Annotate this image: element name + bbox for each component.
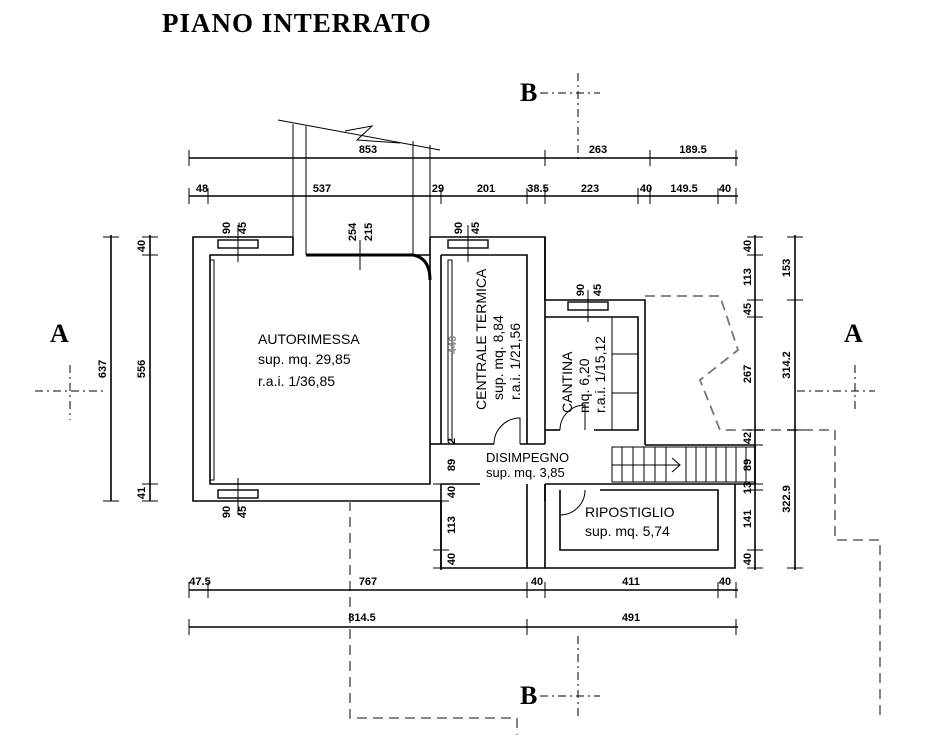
ramp-entry: [277, 119, 441, 255]
room-autorimessa: AUTORIMESSA sup. mq. 29,85 r.a.i. 1/36,8…: [258, 331, 360, 389]
dimension-texts-left: 637 40 556 41 40 113 40: [97, 240, 458, 565]
dim-text: 38.5: [527, 183, 548, 195]
room-rai: r.a.i. 1/36,85: [258, 373, 335, 389]
dim-text: 45: [237, 222, 249, 234]
dim-text: 40: [742, 240, 754, 252]
dimension-lines: [103, 150, 803, 635]
room-area: sup. mq. 5,74: [585, 523, 670, 539]
plan-title: PIANO INTERRATO: [162, 8, 432, 38]
dim-text: 189.5: [679, 144, 707, 156]
room-name: RIPOSTIGLIO: [585, 504, 675, 520]
dim-text: 40: [446, 553, 458, 565]
dim-text: 322.9: [781, 485, 793, 513]
stairs: [611, 446, 756, 483]
room-name: DISIMPEGNO: [486, 450, 569, 465]
dim-text: 853: [359, 144, 377, 156]
dimension-texts-right: 40 113 45 267 42 89 13 141 40 153 314.2 …: [742, 240, 793, 565]
dim-text: 90: [575, 284, 587, 296]
dim-text: 40: [719, 576, 731, 588]
room-ripostiglio: RIPOSTIGLIO sup. mq. 5,74: [585, 504, 675, 539]
dim-text: 113: [742, 268, 754, 286]
dim-text: 814.5: [348, 612, 376, 624]
room-name: CANTINA: [559, 351, 575, 413]
section-mark-b-top: B: [520, 78, 537, 107]
dim-text: 41: [136, 487, 148, 499]
dimension-texts-bottom: 47.5 767 40 411 40 814.5 491: [189, 576, 731, 624]
dim-text: 40: [531, 576, 543, 588]
room-disimpegno: DISIMPEGNO sup. mq. 3,85: [486, 450, 569, 480]
property-boundary: [349, 295, 881, 735]
section-mark-a-right: A: [844, 319, 863, 348]
dim-text: 13: [742, 482, 754, 494]
opening-dimension-texts: 90 45 90 45 90 45 90 45 254 215 440 2 89: [221, 222, 604, 518]
room-name: AUTORIMESSA: [258, 331, 360, 347]
dim-text: 40: [640, 183, 652, 195]
dim-text: 411: [622, 576, 640, 588]
dim-text: 537: [313, 183, 331, 195]
room-area: sup. mq. 8,84: [490, 315, 506, 400]
dim-text: 48: [196, 183, 208, 195]
dim-text: 153: [781, 259, 793, 277]
dimension-texts-top: 853 263 189.5 48 537 29 201 38.5 223 40 …: [196, 144, 731, 195]
dim-text: 45: [470, 222, 482, 234]
dim-text: 45: [592, 284, 604, 296]
dim-text: 637: [97, 360, 109, 378]
dim-text: 113: [446, 516, 458, 534]
dim-text: 440: [447, 336, 459, 354]
room-rai: r.a.i. 1/15,12: [592, 336, 608, 413]
room-area: sup. mq. 3,85: [486, 465, 565, 480]
dim-text: 29: [432, 183, 444, 195]
room-area: sup. mq. 29,85: [258, 351, 351, 367]
dim-text: 40: [742, 553, 754, 565]
dim-text: 215: [363, 223, 375, 241]
dim-text: 89: [742, 459, 754, 471]
room-cantina: CANTINA mq. 6,20 r.a.i. 1/15,12: [559, 336, 608, 413]
dim-text: 90: [221, 506, 233, 518]
dim-text: 47.5: [189, 576, 210, 588]
dim-text: 767: [359, 576, 377, 588]
dim-text: 556: [136, 360, 148, 378]
doors: [306, 253, 586, 516]
dim-text: 491: [622, 612, 640, 624]
dim-text: 149.5: [670, 183, 698, 195]
section-mark-b-bottom: B: [520, 681, 537, 710]
room-area: mq. 6,20: [576, 358, 592, 413]
dim-text: 314.2: [781, 351, 793, 379]
dim-text: 89: [446, 459, 458, 471]
dim-text: 90: [453, 222, 465, 234]
room-centrale-termica: CENTRALE TERMICA sup. mq. 8,84 r.a.i. 1/…: [473, 268, 523, 410]
dim-text: 40: [719, 183, 731, 195]
dim-text: 42: [742, 432, 754, 444]
dim-text: 2: [446, 438, 458, 444]
dim-text: 267: [742, 365, 754, 383]
dim-text: 45: [237, 506, 249, 518]
section-mark-a-left: A: [50, 319, 69, 348]
dim-text: 254: [347, 222, 359, 241]
dim-text: 223: [581, 183, 599, 195]
dim-text: 263: [589, 144, 607, 156]
dim-text: 141: [742, 510, 754, 528]
dim-text: 40: [446, 486, 458, 498]
room-name: CENTRALE TERMICA: [473, 268, 489, 410]
dim-text: 90: [221, 222, 233, 234]
dim-text: 40: [136, 240, 148, 252]
section-axes: [35, 73, 875, 716]
dim-text: 45: [742, 303, 754, 315]
dim-text: 201: [477, 183, 495, 195]
room-rai: r.a.i. 1/21,56: [507, 323, 523, 400]
